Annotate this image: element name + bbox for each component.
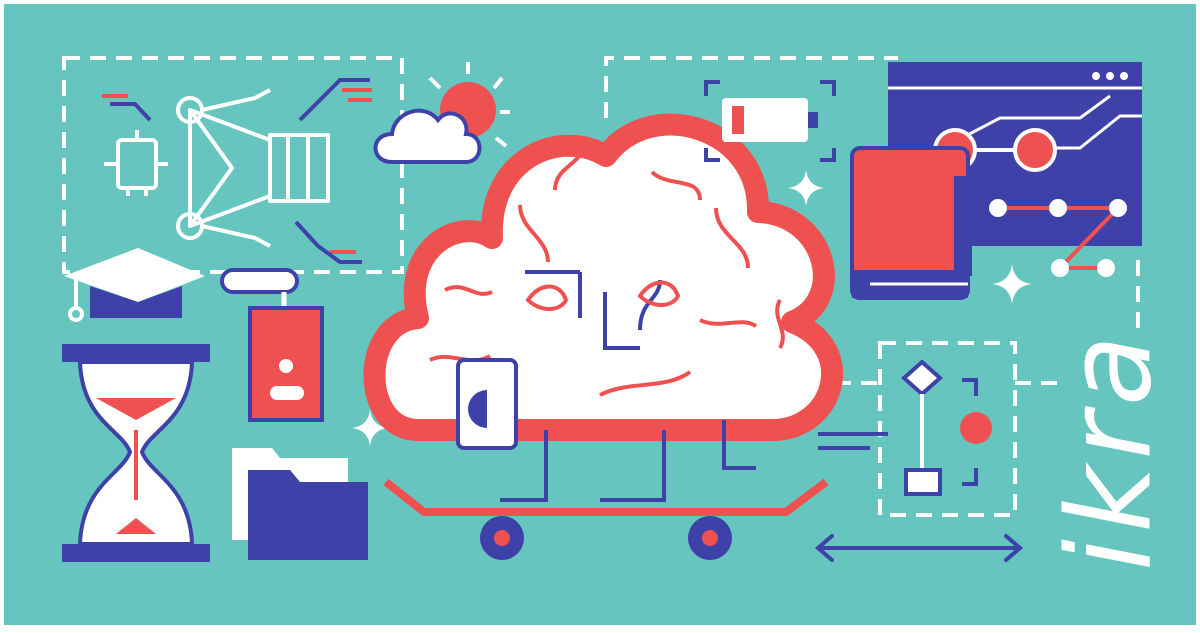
brand-wordmark: ikra <box>1010 300 1200 600</box>
hourglass-icon <box>62 344 210 562</box>
cloud-legs <box>500 420 756 502</box>
sparkle-icon <box>352 170 1032 446</box>
battery-low-icon <box>704 80 836 162</box>
brand-wordmark-text: ikra <box>1042 328 1178 572</box>
soda-can-icon <box>456 336 520 450</box>
skateboard-icon <box>383 478 829 560</box>
robot-lines-navy <box>110 78 370 264</box>
robot-lines-red <box>102 88 372 254</box>
flowchart-icon <box>900 359 992 496</box>
connector-lines <box>818 432 888 450</box>
robot-blueprint-icon <box>104 88 330 248</box>
folder-icon <box>232 448 368 560</box>
sun-cloud-icon <box>373 62 510 164</box>
book-icon <box>850 146 972 300</box>
juice-box-icon <box>220 268 324 422</box>
dashed-frames <box>62 56 1140 517</box>
double-arrow-icon <box>814 534 1024 562</box>
graduation-cap-icon <box>64 248 205 322</box>
